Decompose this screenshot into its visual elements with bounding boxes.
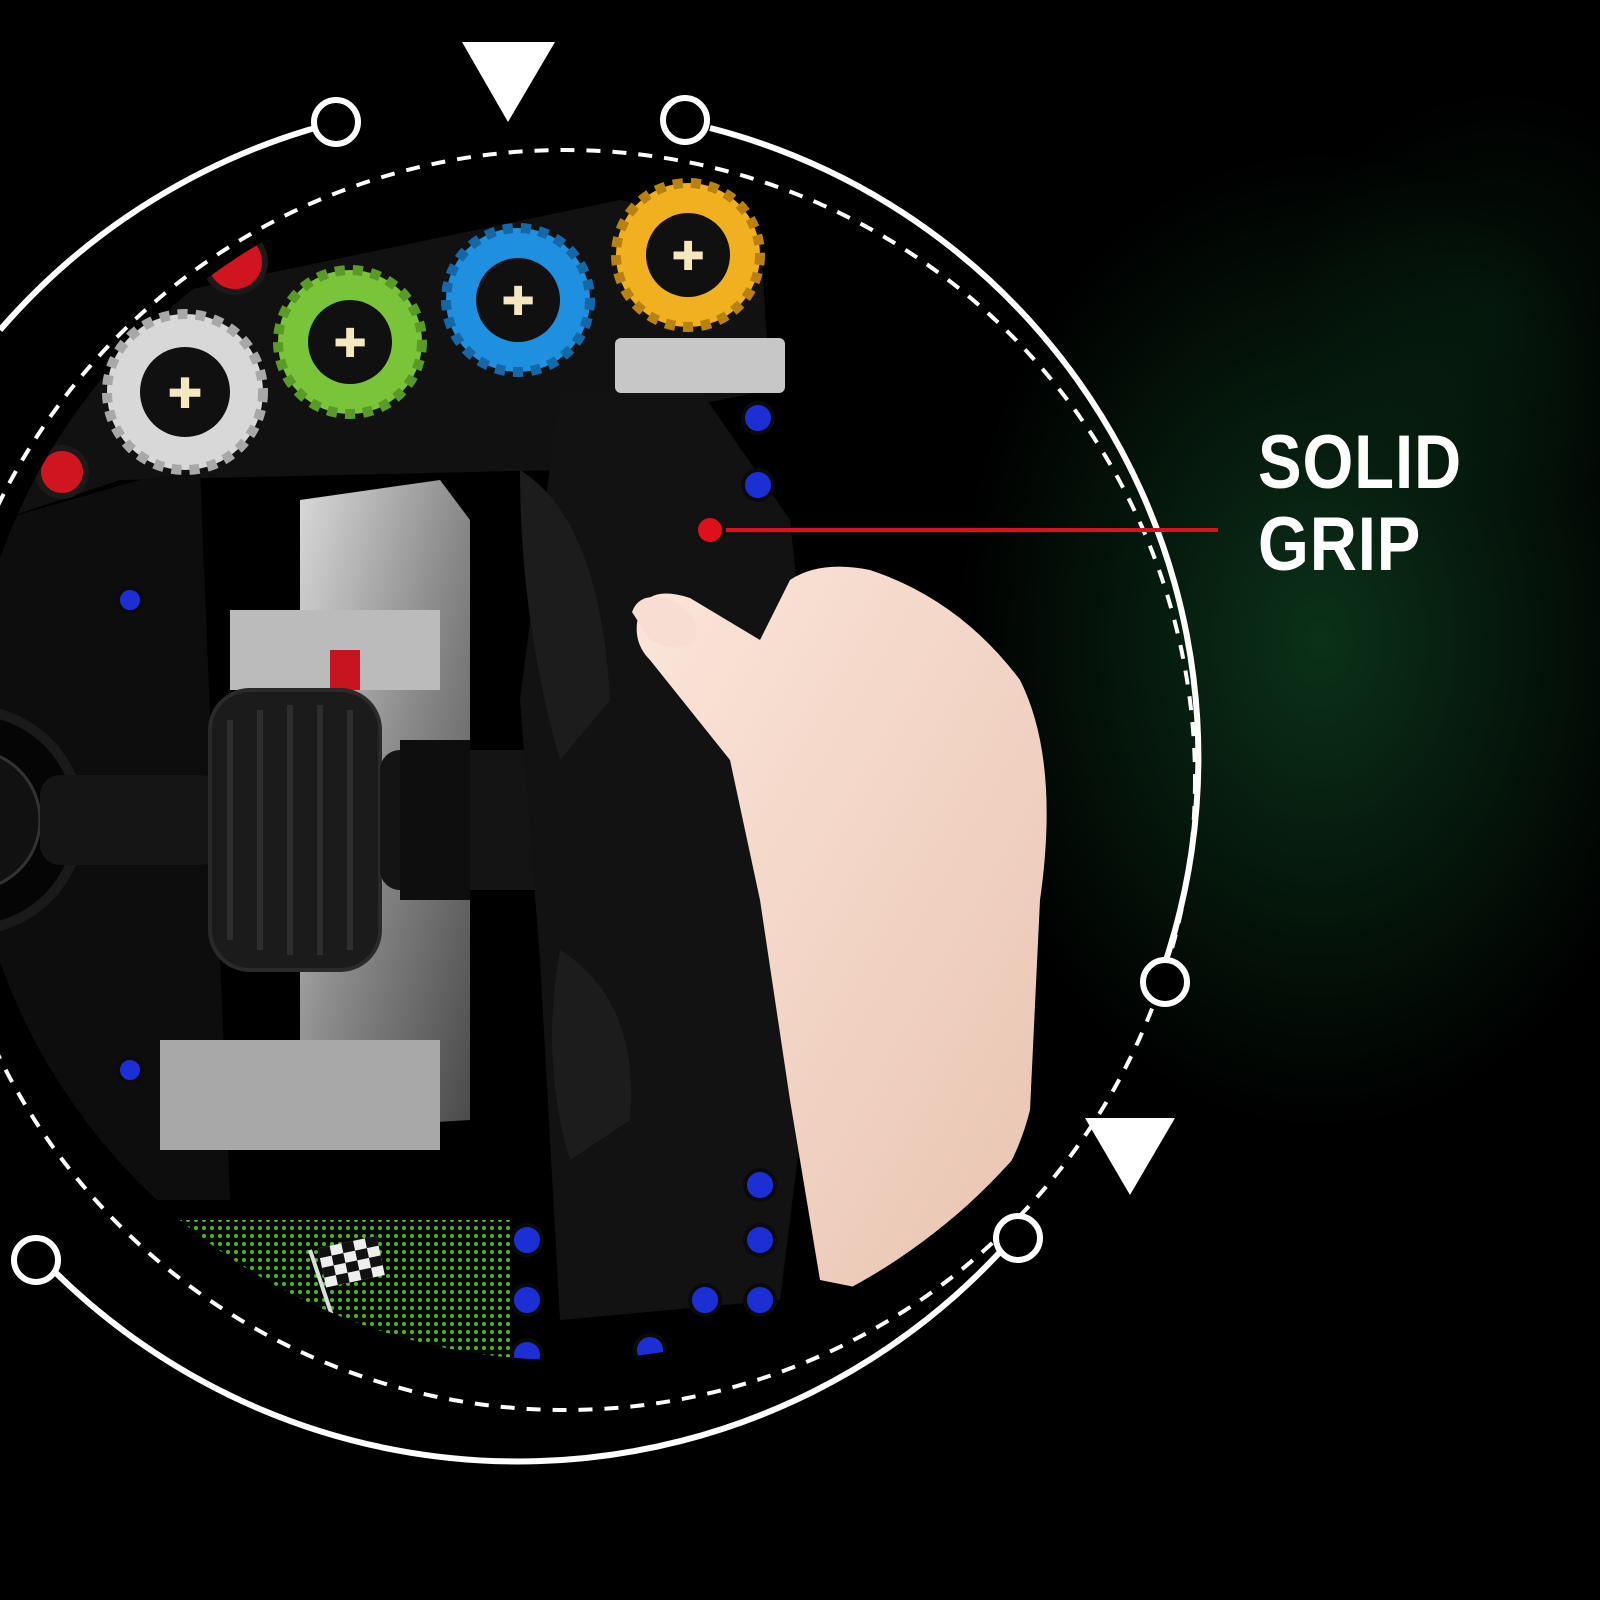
svg-text:✚: ✚ [167, 369, 202, 418]
callout-label: SOLID GRIP [1258, 422, 1462, 586]
outer-ring [0, 119, 1202, 1465]
dashed-ring [0, 148, 1197, 1412]
callout-line-1: SOLID [1258, 420, 1463, 505]
metal-bracket-bottom [160, 1040, 440, 1150]
red-button-side [35, 445, 89, 499]
triangle-marker-icon [462, 42, 555, 122]
gear-green-icon: ✚ [273, 265, 427, 419]
callout-line-2: GRIP [1258, 502, 1422, 587]
gear-yellow-icon: ✚ [611, 178, 765, 332]
svg-text:✚: ✚ [333, 321, 367, 367]
triangle-marker-icon [1085, 1118, 1175, 1195]
checkered-flag-icon [308, 1235, 385, 1318]
callout-pointer [694, 514, 1218, 546]
green-mesh-panel [150, 1220, 510, 1360]
ring-nodes [11, 95, 1190, 1285]
svg-text:✚: ✚ [501, 279, 535, 325]
red-pin [330, 650, 360, 690]
hand [636, 566, 1047, 1290]
thumb-nail [632, 596, 697, 648]
svg-text:✚: ✚ [671, 234, 705, 280]
hub-axle [40, 775, 220, 865]
grip-top-cap [615, 338, 785, 393]
red-button-top [202, 229, 268, 295]
hub-wheel [208, 688, 382, 972]
gear-white-icon: ✚ [102, 309, 268, 475]
gear-blue-icon: ✚ [441, 223, 595, 377]
